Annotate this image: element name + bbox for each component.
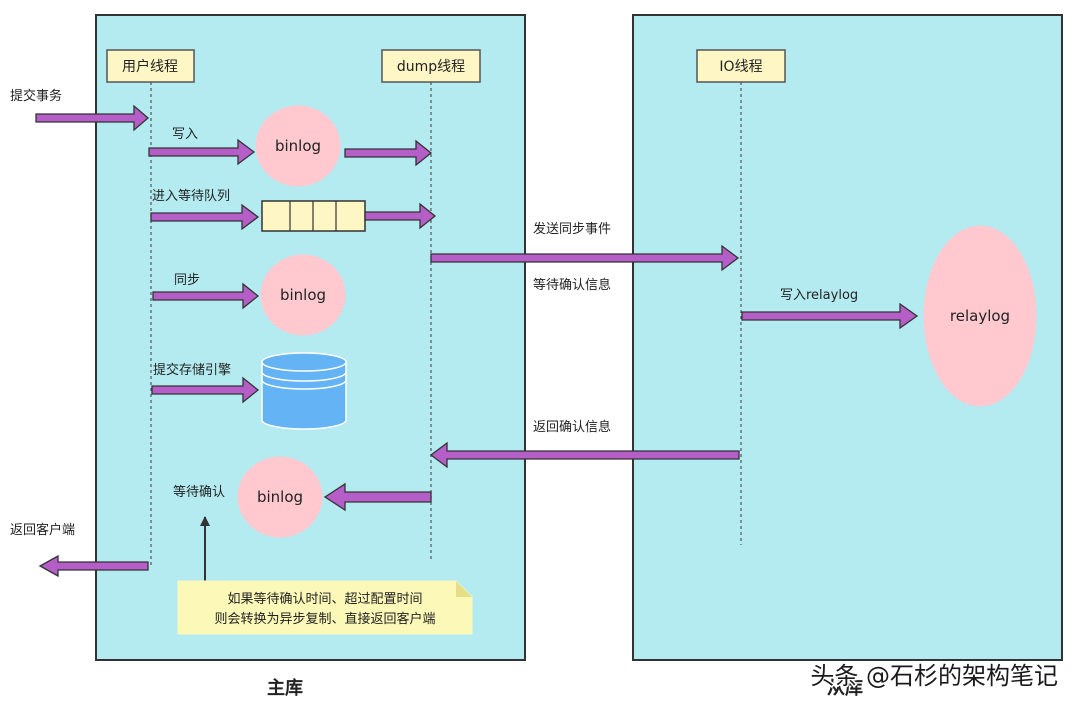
step-sync-label: 同步 — [174, 273, 200, 288]
timeout-note-line2: 则会转换为异步复制、直接返回客户端 — [214, 611, 435, 627]
return-client-arrow — [38, 554, 149, 578]
queue-to-dump-arrow — [364, 202, 437, 230]
write-relaylog-arrow — [741, 302, 919, 330]
binlog-to-dump-arrow — [344, 139, 433, 167]
dump-thread-box — [381, 49, 481, 83]
io-thread-label: IO线程 — [719, 59, 762, 75]
master-caption: 主库 — [267, 677, 303, 699]
write-binlog-arrow — [148, 138, 256, 166]
send-sync-event-arrow — [430, 244, 740, 272]
client-commit-label: 提交事务 — [10, 88, 62, 104]
user-thread-label: 用户线程 — [122, 58, 178, 75]
wait-ack-info-label: 等待确认信息 — [533, 277, 611, 293]
step-wait-ack-label: 等待确认 — [173, 484, 225, 500]
watermark-text: 头条 @石杉的架构笔记 — [810, 662, 1058, 690]
binlog-sync-node — [260, 254, 346, 336]
step-engine-label: 提交存储引擎 — [153, 362, 231, 378]
storage-engine-icon — [261, 352, 347, 430]
binlog-write-node — [255, 105, 341, 187]
step-write-relay-label: 写入relaylog — [780, 288, 858, 303]
dump-thread-label: dump线程 — [397, 59, 465, 75]
engine-arrow — [151, 376, 260, 404]
queue-arrow — [150, 203, 260, 231]
relaylog-text: relaylog — [950, 307, 1010, 325]
binlog-ack-text: binlog — [257, 488, 303, 506]
slave-caption: 从库 — [827, 677, 863, 699]
binlog-write-text: binlog — [275, 137, 321, 155]
return-client-label: 返回客户端 — [10, 522, 75, 538]
sync-arrow — [152, 282, 260, 310]
dump-to-ack-arrow — [323, 482, 432, 512]
send-sync-event-label: 发送同步事件 — [533, 221, 611, 237]
timeout-note — [177, 580, 473, 635]
step-write-label: 写入 — [172, 127, 198, 142]
binlog-ack-node — [237, 456, 323, 538]
binlog-sync-text: binlog — [280, 286, 326, 304]
commit-arrow — [35, 104, 149, 132]
return-ack-info-label: 返回确认信息 — [533, 419, 611, 435]
timeout-note-line1: 如果等待确认时间、超过配置时间 — [227, 591, 422, 607]
step-queue-label: 进入等待队列 — [152, 188, 230, 204]
timeout-note-fold — [456, 581, 472, 597]
relaylog-node — [923, 225, 1037, 407]
return-ack-info-arrow — [429, 441, 740, 469]
